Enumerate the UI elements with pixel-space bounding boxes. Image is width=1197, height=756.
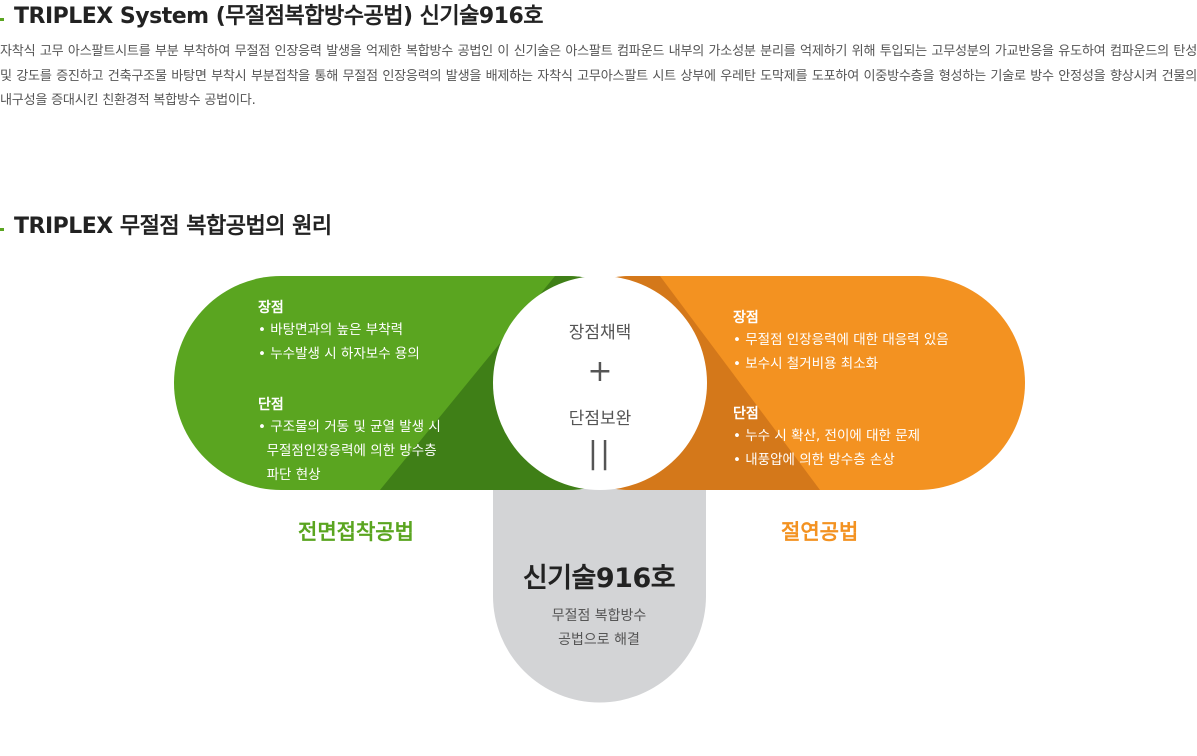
- full-adhesion-method-label: 전면접착공법: [298, 520, 414, 544]
- center-adopt-pros: 장점채택: [568, 323, 632, 343]
- result-desc-line: 공법으로 해결: [558, 632, 640, 648]
- left-cons-item: 무절점인장응력에 의한 방수층: [258, 443, 437, 459]
- right-pros-title: 장점: [733, 310, 759, 326]
- center-complement-cons: 단점보완: [568, 409, 632, 429]
- right-cons-title: 단점: [733, 406, 759, 422]
- plus-symbol: +: [587, 354, 613, 389]
- center-circle: [493, 276, 707, 490]
- section-title-principle: TRIPLEX 무절점 복합공법의 원리: [0, 210, 332, 239]
- equals-symbol: ||: [587, 436, 613, 471]
- insulation-method-label: 절연공법: [781, 520, 859, 544]
- right-pros-item: • 무절점 인장응력에 대한 대응력 있음: [733, 332, 949, 348]
- result-desc-line: 무절점 복합방수: [551, 608, 647, 624]
- left-pros-item: • 바탕면과의 높은 부착력: [258, 322, 404, 338]
- page-title-text: TRIPLEX System (무절점복합방수공법) 신기술916호: [14, 4, 544, 29]
- left-pros-title: 장점: [258, 300, 284, 316]
- left-cons-title: 단점: [258, 397, 284, 413]
- page-title: TRIPLEX System (무절점복합방수공법) 신기술916호: [0, 0, 544, 29]
- result-capsule: [493, 420, 706, 703]
- title-bullet: [0, 17, 4, 21]
- left-cons-item: • 구조물의 거동 및 균열 발생 시: [258, 419, 441, 435]
- section-title-text: TRIPLEX 무절점 복합공법의 원리: [14, 214, 332, 239]
- result-title: 신기술916호: [522, 563, 676, 594]
- title-bullet: [0, 227, 4, 231]
- left-cons-item: 파단 현상: [258, 467, 321, 483]
- right-cons-item: • 내풍압에 의한 방수층 손상: [733, 452, 895, 468]
- intro-paragraph: 자착식 고무 아스팔트시트를 부분 부착하여 무절점 인장응력 발생을 억제한 …: [0, 44, 1197, 108]
- right-pros-item: • 보수시 철거비용 최소화: [733, 356, 879, 372]
- right-cons-item: • 누수 시 확산, 전이에 대한 문제: [733, 428, 921, 444]
- left-pros-item: • 누수발생 시 하자보수 용의: [258, 346, 420, 362]
